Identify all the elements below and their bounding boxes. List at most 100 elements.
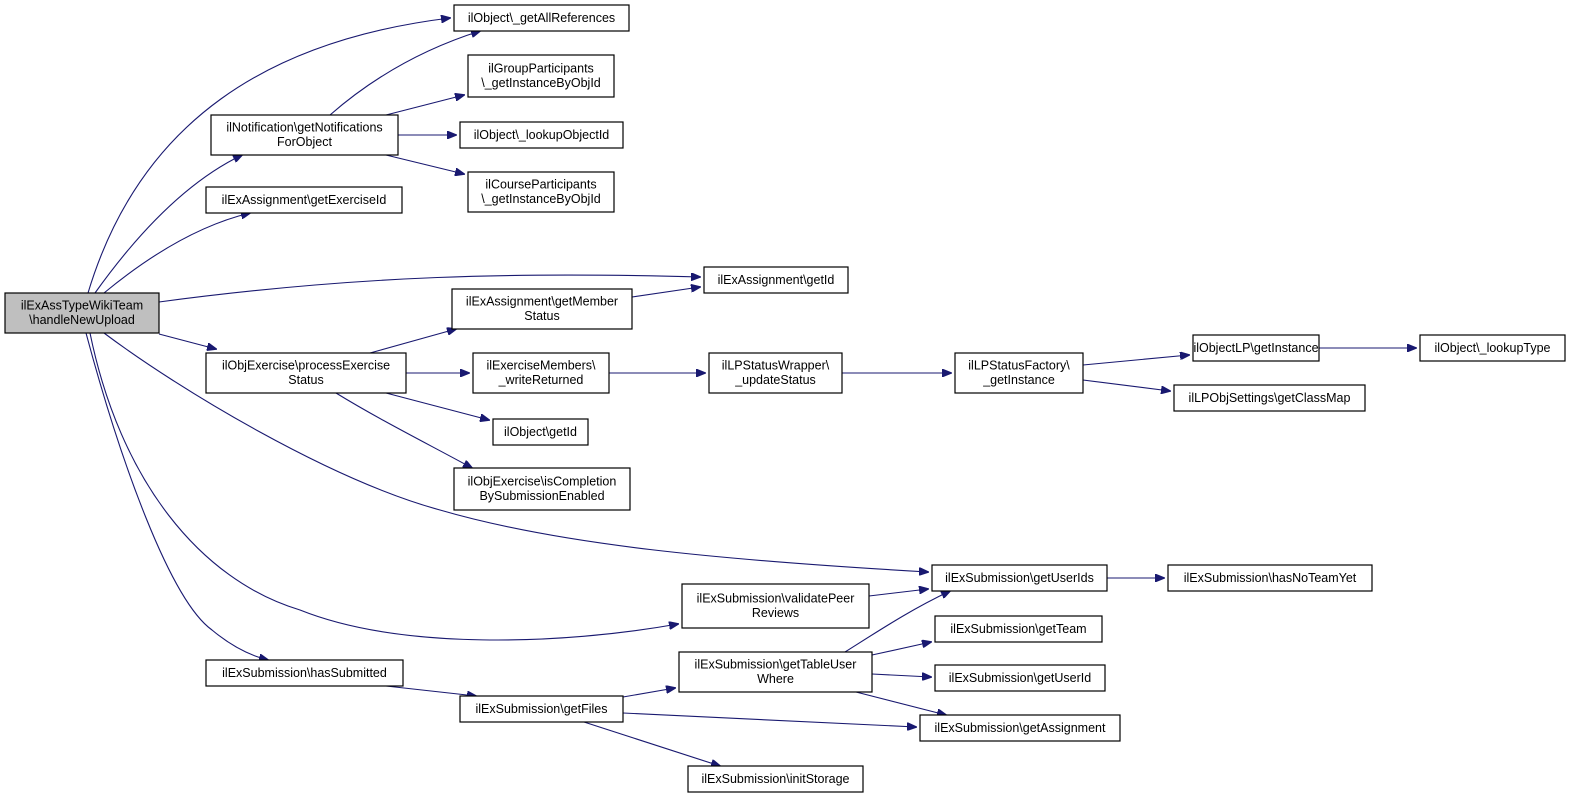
node-update-status[interactable]: ilLPStatusWrapper\_updateStatus (708, 352, 843, 394)
node-box (4, 292, 160, 334)
node-box (687, 765, 864, 793)
node-get-class-map[interactable]: ilLPObjSettings\getClassMap (1173, 384, 1366, 412)
node-label: ilNotification\getNotifications (226, 121, 382, 135)
edge-get-files-to-get-assignment (622, 712, 916, 727)
node-box (708, 352, 843, 394)
node-box (205, 352, 407, 394)
edge-get-table-user-where-to-get-team (871, 642, 931, 656)
node-label: ilExAssignment\getMember (466, 295, 618, 309)
node-label: ilLPStatusWrapper\ (722, 359, 830, 373)
node-label: ilExSubmission\validatePeer (697, 592, 855, 606)
node-label: ilExSubmission\hasNoTeamYet (1184, 571, 1357, 585)
node-label: ilExSubmission\getUserIds (945, 571, 1094, 585)
node-box (210, 114, 399, 156)
node-label: ilObject\getId (504, 425, 577, 439)
node-get-user-id[interactable]: ilExSubmission\getUserId (934, 664, 1106, 692)
node-label: ilExSubmission\getUserId (949, 671, 1091, 685)
node-status-factory-get-instance[interactable]: ilLPStatusFactory\_getInstance (954, 352, 1084, 394)
node-label: ilObjectLP\getInstance (1193, 341, 1318, 355)
node-get-assignment[interactable]: ilExSubmission\getAssignment (919, 714, 1121, 742)
node-handle-new-upload[interactable]: ilExAssTypeWikiTeam\handleNewUpload (4, 292, 160, 334)
edges-layer (85, 18, 1416, 766)
node-label: Where (757, 672, 794, 686)
node-label: ilExAssignment\getExerciseId (222, 193, 387, 207)
node-get-exercise-id[interactable]: ilExAssignment\getExerciseId (205, 186, 403, 214)
node-get-files[interactable]: ilExSubmission\getFiles (459, 695, 624, 723)
node-box (934, 615, 1103, 643)
node-label: ilObject\_lookupType (1434, 341, 1550, 355)
node-box (459, 121, 624, 149)
node-label: ilExSubmission\getTeam (950, 622, 1086, 636)
edge-has-submitted-to-get-files (385, 685, 476, 696)
edge-handle-new-upload-to-get-notifications-for-object (94, 155, 242, 294)
node-lookup-type[interactable]: ilObject\_lookupType (1419, 334, 1566, 362)
edge-get-files-to-init-storage (583, 721, 720, 766)
node-box (954, 352, 1084, 394)
edge-handle-new-upload-to-has-submitted (85, 332, 268, 660)
node-box (467, 171, 615, 213)
edge-process-exercise-status-to-object-get-id (385, 392, 489, 420)
node-label: \_getInstanceByObjId (481, 76, 601, 90)
node-box (205, 659, 404, 687)
node-label: ilObjExercise\isCompletion (468, 475, 617, 489)
node-label: _updateStatus (734, 373, 816, 387)
node-label: ilExSubmission\hasSubmitted (222, 666, 387, 680)
edge-handle-new-upload-to-get-user-ids (103, 332, 928, 572)
node-object-lp-get-instance[interactable]: ilObjectLP\getInstance (1192, 334, 1320, 362)
node-label: \handleNewUpload (29, 313, 135, 327)
node-label: BySubmissionEnabled (479, 489, 604, 503)
node-box (931, 564, 1108, 592)
node-label: ilExAssignment\getId (718, 273, 835, 287)
node-box (1419, 334, 1566, 362)
node-label: Status (524, 309, 559, 323)
node-label: ilObject\_lookupObjectId (474, 128, 610, 142)
node-box (1167, 564, 1373, 592)
node-box (451, 288, 633, 330)
node-label: _getInstance (982, 373, 1055, 387)
node-box (492, 418, 589, 446)
edge-status-factory-get-instance-to-get-class-map (1082, 379, 1170, 391)
node-init-storage[interactable]: ilExSubmission\initStorage (687, 765, 864, 793)
edge-get-member-status-to-assignment-get-id (631, 287, 700, 298)
node-box (919, 714, 1121, 742)
edge-get-table-user-where-to-get-user-ids (844, 591, 950, 653)
nodes-layer: ilExAssTypeWikiTeam\handleNewUpload ilObj… (4, 4, 1566, 793)
node-box (453, 467, 631, 511)
node-write-returned[interactable]: ilExerciseMembers\_writeReturned (472, 352, 610, 394)
edge-get-notifications-for-object-to-group-participants-get-instance (385, 95, 464, 116)
edge-handle-new-upload-to-get-exercise-id (103, 213, 250, 294)
node-box (205, 186, 403, 214)
edge-handle-new-upload-to-process-exercise-status (158, 333, 216, 349)
node-label: \_getInstanceByObjId (481, 192, 601, 206)
node-box (1192, 334, 1320, 362)
node-label: ilLPStatusFactory\ (968, 359, 1070, 373)
node-group-participants-get-instance[interactable]: ilGroupParticipants\_getInstanceByObjId (467, 54, 615, 98)
node-has-no-team-yet[interactable]: ilExSubmission\hasNoTeamYet (1167, 564, 1373, 592)
node-label: Status (288, 373, 323, 387)
node-assignment-get-id[interactable]: ilExAssignment\getId (703, 266, 849, 294)
node-box (934, 664, 1106, 692)
node-get-all-references[interactable]: ilObject\_getAllReferences (453, 4, 630, 32)
node-box (1173, 384, 1366, 412)
node-box (678, 651, 873, 693)
edge-validate-peer-reviews-to-get-user-ids (868, 589, 928, 597)
edge-get-notifications-for-object-to-get-all-references (329, 31, 480, 116)
node-object-get-id[interactable]: ilObject\getId (492, 418, 589, 446)
node-course-participants-get-instance[interactable]: ilCourseParticipants\_getInstanceByObjId (467, 171, 615, 213)
node-box (703, 266, 849, 294)
node-is-completion-by-submission[interactable]: ilObjExercise\isCompletionBySubmissionEn… (453, 467, 631, 511)
node-get-team[interactable]: ilExSubmission\getTeam (934, 615, 1103, 643)
node-label: ilObjExercise\processExercise (222, 359, 390, 373)
edge-handle-new-upload-to-assignment-get-id (158, 275, 700, 303)
node-label: ilExSubmission\getAssignment (935, 721, 1106, 735)
node-label: ilCourseParticipants (485, 178, 596, 192)
node-has-submitted[interactable]: ilExSubmission\hasSubmitted (205, 659, 404, 687)
node-get-user-ids[interactable]: ilExSubmission\getUserIds (931, 564, 1108, 592)
node-lookup-object-id[interactable]: ilObject\_lookupObjectId (459, 121, 624, 149)
